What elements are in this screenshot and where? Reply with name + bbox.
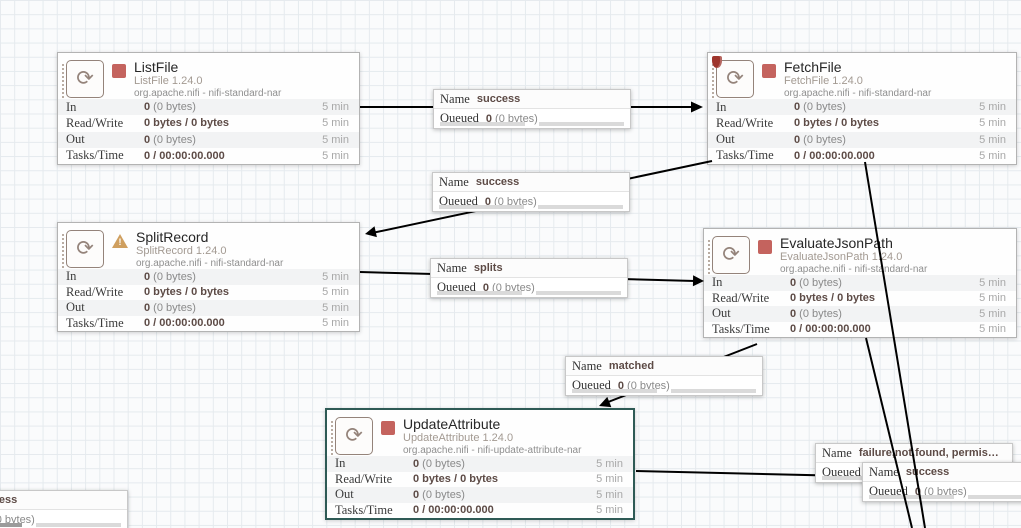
refresh-glyph-icon: ⟳ <box>722 242 740 266</box>
queue-count-bar <box>439 205 524 209</box>
refresh-glyph-icon: ⟳ <box>76 236 94 260</box>
processor-version: FetchFile 1.24.0 <box>784 75 863 87</box>
processor-updateattribute[interactable]: ⟳ UpdateAttribute UpdateAttribute 1.24.0… <box>325 408 635 520</box>
processor-title: EvaluateJsonPath <box>780 235 893 251</box>
connection-name: success <box>905 466 950 478</box>
processor-splitrecord[interactable]: ⟳ ! SplitRecord SplitRecord 1.24.0 org.a… <box>57 222 360 332</box>
processor-icon: ⟳ <box>708 236 750 278</box>
processor-title: ListFile <box>134 59 179 75</box>
processor-bundle: org.apache.nifi - nifi-standard-nar <box>134 88 282 99</box>
processor-header: ⟳ ListFile ListFile 1.24.0 org.apache.ni… <box>58 53 359 102</box>
queue-count-bar <box>572 389 657 393</box>
processor-header: ⟳ FetchFile FetchFile 1.24.0 org.apache.… <box>708 53 1016 102</box>
queue-size-bar <box>36 523 121 527</box>
processor-version: SplitRecord 1.24.0 <box>136 245 227 257</box>
processor-title: UpdateAttribute <box>403 416 501 432</box>
queue-count-bar <box>869 495 954 499</box>
refresh-glyph-icon: ⟳ <box>726 66 744 90</box>
queued-value: 0 (0 bytes) <box>482 281 535 294</box>
processor-fetchfile[interactable]: ⟳ FetchFile FetchFile 1.24.0 org.apache.… <box>707 52 1017 165</box>
run-status-stopped-icon <box>762 64 776 78</box>
processor-bundle: org.apache.nifi - nifi-standard-nar <box>784 88 932 99</box>
processor-title: SplitRecord <box>136 229 209 245</box>
queue-count-bar <box>0 523 22 527</box>
invalid-warning-icon: ! <box>112 234 128 248</box>
processor-listfile[interactable]: ⟳ ListFile ListFile 1.24.0 org.apache.ni… <box>57 52 360 165</box>
connection-name: success <box>0 494 18 506</box>
queue-count-bar <box>437 291 522 295</box>
connection-name: matched <box>608 360 655 372</box>
processor-version: ListFile 1.24.0 <box>134 75 203 87</box>
queue-count-bar <box>440 122 525 126</box>
run-status-stopped-icon <box>758 240 772 254</box>
processor-evaluatejsonpath[interactable]: ⟳ EvaluateJsonPath EvaluateJsonPath 1.24… <box>703 228 1017 338</box>
queue-size-bar <box>968 495 1021 499</box>
processor-title: FetchFile <box>784 59 842 75</box>
arrowhead-into-splitrecord <box>365 226 377 238</box>
processor-version: EvaluateJsonPath 1.24.0 <box>780 251 903 263</box>
processor-icon: ⟳ <box>712 56 754 102</box>
connection-name: splits <box>473 262 503 274</box>
connection-name: success <box>476 93 521 105</box>
processor-bundle: org.apache.nifi - nifi-standard-nar <box>136 258 284 269</box>
processor-bundle: org.apache.nifi - nifi-standard-nar <box>780 264 928 275</box>
processor-header: ⟳ ! SplitRecord SplitRecord 1.24.0 org.a… <box>58 223 359 272</box>
run-status-stopped-icon <box>112 64 126 78</box>
refresh-glyph-icon: ⟳ <box>345 423 363 447</box>
run-status-stopped-icon <box>381 421 395 435</box>
arrowhead-into-updateattribute <box>599 396 612 408</box>
queue-size-bar <box>671 389 756 393</box>
processor-icon: ⟳ <box>62 60 104 102</box>
refresh-glyph-icon: ⟳ <box>76 66 94 90</box>
processor-bundle: org.apache.nifi - nifi-update-attribute-… <box>403 445 582 456</box>
connection-name: success <box>475 176 520 188</box>
queued-value: 0 (0 bytes) <box>0 513 35 526</box>
processor-icon: ⟳ <box>62 230 104 272</box>
arrowhead-into-fetchfile <box>691 101 703 113</box>
processor-version: UpdateAttribute 1.24.0 <box>403 432 514 444</box>
restricted-shield-icon <box>712 56 722 68</box>
processor-header: ⟳ UpdateAttribute UpdateAttribute 1.24.0… <box>327 410 633 459</box>
queue-size-bar <box>536 291 621 295</box>
queued-value: 0 (0 bytes) <box>485 112 538 125</box>
queue-size-bar <box>538 205 623 209</box>
queue-size-bar <box>539 122 624 126</box>
connection-name: failure,not.found, permis… <box>858 447 999 459</box>
processor-icon: ⟳ <box>331 417 373 459</box>
processor-header: ⟳ EvaluateJsonPath EvaluateJsonPath 1.24… <box>704 229 1016 278</box>
